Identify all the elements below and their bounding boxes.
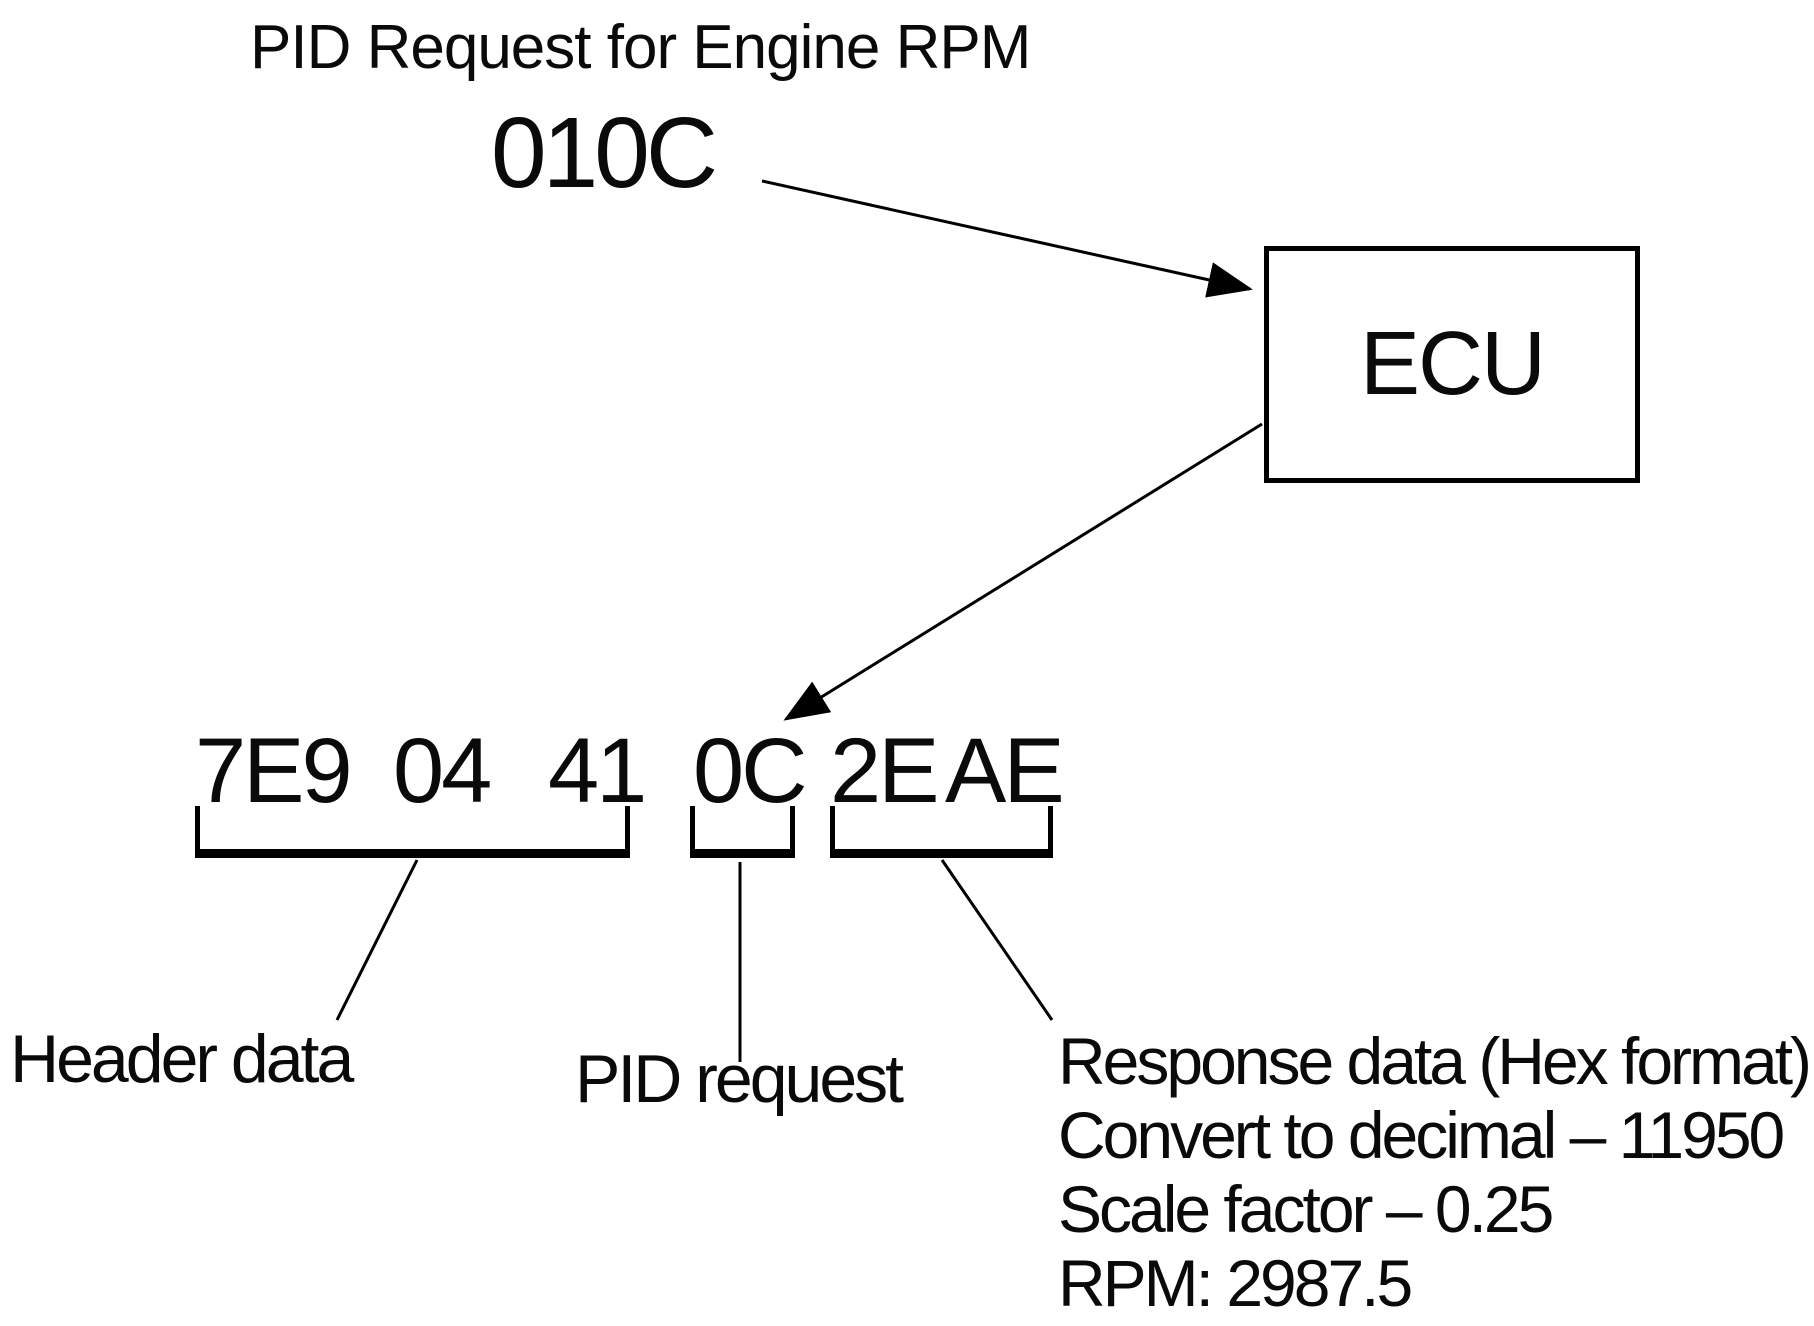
hex-group-header-2: 04 <box>393 720 492 822</box>
response-data-leader-line <box>940 859 1054 1021</box>
pid-request-label: PID request <box>575 1041 904 1117</box>
response-data-line: Response data (Hex format) <box>1058 1024 1812 1098</box>
pid-request-code: 010C <box>491 97 718 209</box>
response-decimal-line: Convert to decimal – 11950 <box>1058 1098 1785 1172</box>
header-data-label: Header data <box>10 1021 354 1097</box>
response-data-block: Response data (Hex format) Convert to de… <box>1058 1024 1812 1320</box>
diagram-title: PID Request for Engine RPM <box>250 13 1031 82</box>
ecu-box: ECU <box>1264 246 1640 483</box>
header-data-leader-line <box>335 859 419 1021</box>
ecu-label: ECU <box>1359 314 1546 414</box>
hex-group-data-a: 2E <box>830 720 940 822</box>
header-data-bracket <box>195 806 630 858</box>
response-data-bracket <box>830 806 1053 858</box>
hex-group-pid: 0C <box>693 720 808 822</box>
response-rpm-line: RPM: 2987.5 <box>1058 1246 1413 1320</box>
hex-group-data-b: AE <box>945 720 1065 822</box>
request-to-ecu-arrow <box>761 179 1253 298</box>
hex-group-header-3: 41 <box>548 720 647 822</box>
response-scale-line: Scale factor – 0.25 <box>1058 1172 1554 1246</box>
pid-request-bracket <box>690 806 795 858</box>
hex-group-header-1: 7E9 <box>195 720 353 822</box>
ecu-to-response-arrow <box>783 422 1263 721</box>
